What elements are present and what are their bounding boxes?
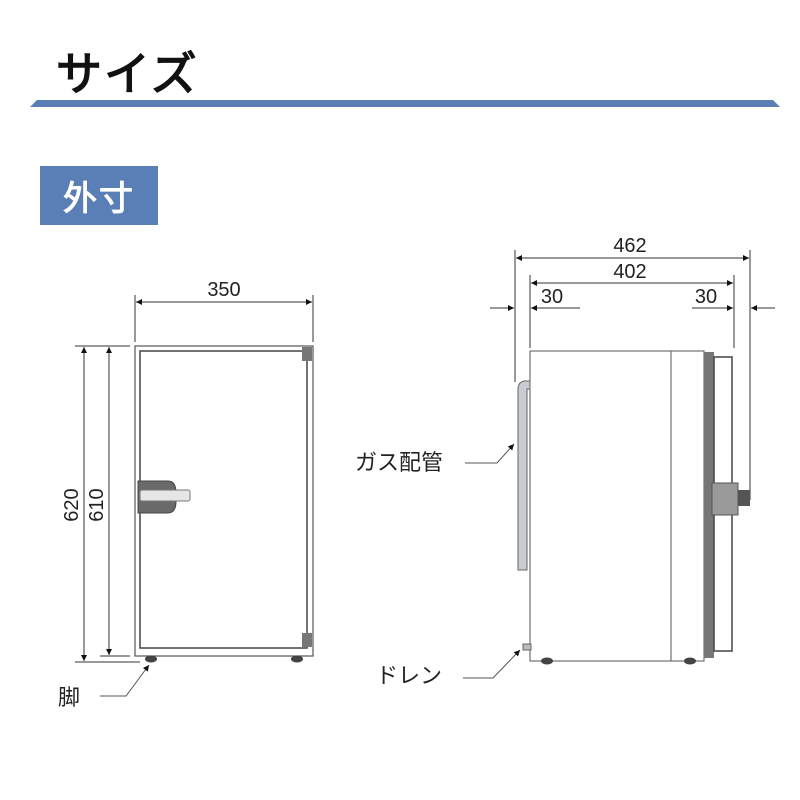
leg-label: 脚	[58, 686, 80, 711]
hinge-top	[302, 347, 312, 361]
leg-right	[291, 655, 303, 663]
page-title: サイズ	[56, 47, 199, 101]
drain-pipe	[522, 643, 532, 651]
gas-pipe-label: ガス配管	[355, 451, 443, 476]
section-badge: 外寸	[40, 166, 158, 225]
hinge-bottom	[302, 633, 312, 647]
depth-body-label: 402	[613, 261, 646, 283]
side-lock	[711, 482, 739, 516]
header-underline	[30, 100, 780, 107]
front-width-label: 350	[207, 279, 240, 301]
front-view: 350 620 610 脚	[58, 279, 314, 711]
drain-label: ドレン	[376, 664, 442, 689]
gas-pipe	[517, 380, 531, 571]
side-view: 462 402 30 30 ガス配管 ドレン	[355, 235, 775, 689]
leg-left	[145, 655, 157, 663]
side-handle	[738, 490, 750, 506]
front-height-body-label: 610	[86, 488, 108, 521]
left-offset-label: 30	[541, 286, 563, 308]
door-edge	[704, 352, 714, 658]
right-offset-label: 30	[695, 286, 717, 308]
depth-total-label: 462	[613, 235, 646, 257]
front-height-total-label: 620	[61, 488, 83, 521]
door-handle	[139, 489, 191, 502]
side-body	[529, 350, 705, 662]
